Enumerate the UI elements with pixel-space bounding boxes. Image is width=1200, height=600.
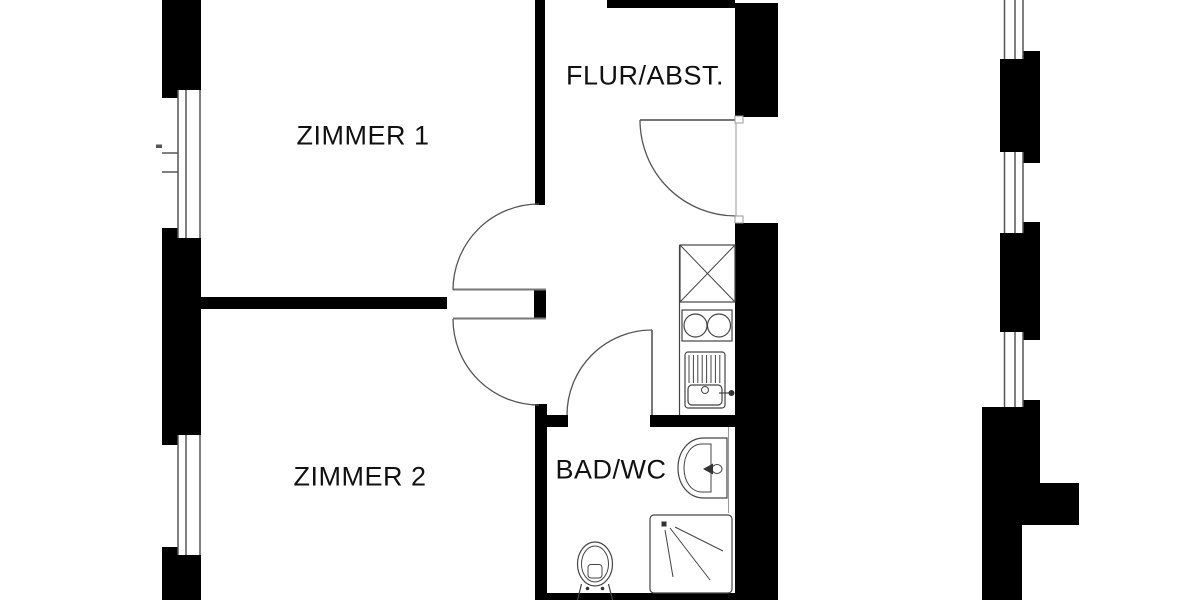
room-label-zimmer1: ZIMMER 1 (296, 120, 430, 151)
wall-top (607, 0, 735, 8)
basin-tap-icon (703, 463, 713, 475)
zimmer2-window (162, 435, 201, 555)
wall-center-lower (535, 404, 547, 600)
stair-window-2 (1000, 152, 1040, 233)
room-label-flur: FLUR/ABST. (565, 60, 725, 91)
stair-window-3 (1000, 332, 1040, 407)
wall-bad-nub (547, 415, 568, 427)
zimmer1-window (156, 90, 201, 238)
crossed-shaft-icon (679, 244, 736, 303)
wall-bad-bottom (535, 593, 743, 600)
wall-divider-zimmer1-zimmer2 (200, 297, 447, 309)
shower-icon (649, 514, 733, 594)
wall-kitchen-bottom (650, 415, 737, 427)
room-label-zimmer2: ZIMMER 2 (293, 461, 427, 492)
wall-center-post (534, 289, 546, 319)
room-label-bad: BAD/WC (555, 454, 667, 485)
wall-center-top (535, 0, 545, 205)
shower-head-icon (661, 521, 667, 527)
toilet-icon (576, 541, 614, 600)
wall-right-upper (735, 3, 778, 117)
entrance-door (639, 115, 744, 224)
wall-right-lower (735, 223, 778, 600)
window-sill-tick (156, 144, 162, 148)
cooktop-icon (681, 309, 733, 342)
zimmer1-door (452, 203, 546, 291)
faucet-knob-icon (728, 390, 735, 396)
stairwell-wall-pier (982, 483, 1079, 525)
stairwell-wall-lower (982, 525, 1022, 600)
zimmer2-door (452, 317, 546, 406)
stair-window-1 (1000, 0, 1040, 59)
bad-door (566, 329, 653, 416)
stairwell-wall-mid (982, 407, 1040, 483)
washbasin-icon (677, 437, 728, 499)
kitchen-sink-icon (684, 351, 735, 409)
